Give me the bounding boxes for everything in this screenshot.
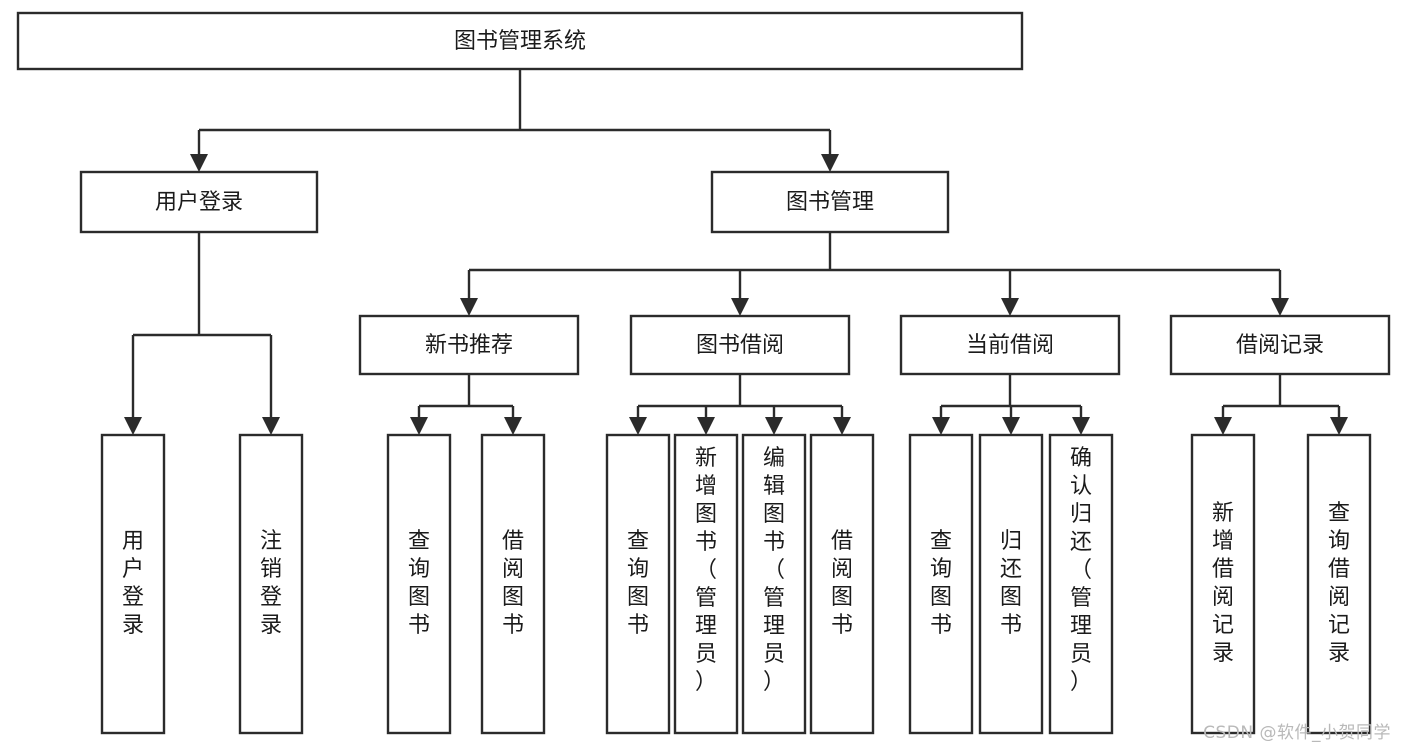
leaf-logout-login-label: 注销登录: [260, 529, 282, 638]
level3-node-new-book-recommend-label: 新书推荐: [425, 333, 513, 358]
leaf-borrow-book-1[interactable]: 借阅图书: [480, 433, 546, 735]
arrow-head-icon: [504, 417, 522, 435]
level3-node-current-borrow-rect[interactable]: [899, 314, 1121, 376]
leaf-borrow-book-1-rect[interactable]: [480, 433, 546, 735]
leaf-query-book-2-rect[interactable]: [605, 433, 671, 735]
level3-node-borrow-record-label: 借阅记录: [1236, 333, 1324, 358]
leaf-logout-login-rect[interactable]: [238, 433, 304, 735]
arrow-head-icon: [821, 154, 839, 172]
leaf-confirm-return-admin-rect[interactable]: [1048, 433, 1114, 735]
arrow-head-icon: [124, 417, 142, 435]
level3-node-book-borrow-label: 图书借阅: [696, 333, 784, 358]
flow-nodes: 图书管理系统用户登录图书管理新书推荐图书借阅当前借阅借阅记录用户登录注销登录查询…: [16, 11, 1391, 735]
arrow-head-icon: [1330, 417, 1348, 435]
arrow-head-icon: [1214, 417, 1232, 435]
leaf-user-login[interactable]: 用户登录: [100, 433, 166, 735]
leaf-add-borrow-record-rect[interactable]: [1190, 433, 1256, 735]
leaf-add-book-admin-rect[interactable]: [673, 433, 739, 735]
arrow-head-icon: [190, 154, 208, 172]
leaf-add-book-admin-label: 新增图书（管理员）: [695, 446, 717, 695]
leaf-query-book-1-label: 查询图书: [408, 529, 430, 638]
leaf-query-borrow-record[interactable]: 查询借阅记录: [1306, 433, 1372, 735]
root-node-book-management-system[interactable]: 图书管理系统: [16, 11, 1024, 71]
arrow-head-icon: [765, 417, 783, 435]
leaf-query-borrow-record-rect[interactable]: [1306, 433, 1372, 735]
leaf-user-login-label: 用户登录: [122, 529, 144, 638]
level3-node-borrow-record[interactable]: 借阅记录: [1169, 314, 1391, 376]
leaf-borrow-book-1-label: 借阅图书: [502, 529, 524, 638]
leaf-edit-book-admin-label: 编辑图书（管理员）: [763, 446, 785, 695]
arrow-head-icon: [932, 417, 950, 435]
leaf-add-borrow-record-label: 新增借阅记录: [1212, 501, 1234, 666]
csdn-watermark: CSDN @软件_小贺同学: [1203, 723, 1391, 743]
arrow-head-icon: [833, 417, 851, 435]
leaf-logout-login[interactable]: 注销登录: [238, 433, 304, 735]
leaf-edit-book-admin[interactable]: 编辑图书（管理员）: [741, 433, 807, 735]
connector-edges: [124, 69, 1348, 435]
leaf-add-book-admin[interactable]: 新增图书（管理员）: [673, 433, 739, 735]
arrow-head-icon: [1072, 417, 1090, 435]
arrow-head-icon: [460, 298, 478, 316]
arrow-head-icon: [629, 417, 647, 435]
leaf-query-borrow-record-label: 查询借阅记录: [1328, 501, 1350, 666]
arrow-head-icon: [262, 417, 280, 435]
leaf-query-book-3-label: 查询图书: [930, 529, 952, 638]
arrow-head-icon: [410, 417, 428, 435]
leaf-query-book-2[interactable]: 查询图书: [605, 433, 671, 735]
level3-node-new-book-recommend[interactable]: 新书推荐: [358, 314, 580, 376]
leaf-edit-book-admin-rect[interactable]: [741, 433, 807, 735]
root-node-book-management-system-rect[interactable]: [16, 11, 1024, 71]
arrow-head-icon: [731, 298, 749, 316]
leaf-query-book-1[interactable]: 查询图书: [386, 433, 452, 735]
leaf-query-book-3-rect[interactable]: [908, 433, 974, 735]
leaf-query-book-2-label: 查询图书: [627, 529, 649, 638]
level3-node-current-borrow-label: 当前借阅: [966, 333, 1054, 358]
level2-node-user-login[interactable]: 用户登录: [79, 170, 319, 234]
level2-node-book-manage[interactable]: 图书管理: [710, 170, 950, 234]
leaf-return-book-rect[interactable]: [978, 433, 1044, 735]
level2-node-user-login-label: 用户登录: [155, 190, 243, 215]
level2-node-book-manage-label: 图书管理: [786, 190, 874, 215]
arrow-head-icon: [1002, 417, 1020, 435]
leaf-add-borrow-record[interactable]: 新增借阅记录: [1190, 433, 1256, 735]
level3-node-borrow-record-rect[interactable]: [1169, 314, 1391, 376]
leaf-borrow-book-2-rect[interactable]: [809, 433, 875, 735]
leaf-return-book-label: 归还图书: [1000, 529, 1022, 638]
level3-node-new-book-recommend-rect[interactable]: [358, 314, 580, 376]
leaf-borrow-book-2-label: 借阅图书: [831, 529, 853, 638]
leaf-confirm-return-admin-label: 确认归还（管理员）: [1070, 446, 1092, 695]
arrow-head-icon: [697, 417, 715, 435]
leaf-confirm-return-admin[interactable]: 确认归还（管理员）: [1048, 433, 1114, 735]
leaf-query-book-1-rect[interactable]: [386, 433, 452, 735]
leaf-query-book-3[interactable]: 查询图书: [908, 433, 974, 735]
root-node-book-management-system-label: 图书管理系统: [454, 29, 586, 54]
level3-node-current-borrow[interactable]: 当前借阅: [899, 314, 1121, 376]
arrow-head-icon: [1001, 298, 1019, 316]
level2-node-user-login-rect[interactable]: [79, 170, 319, 234]
level3-node-book-borrow[interactable]: 图书借阅: [629, 314, 851, 376]
leaf-user-login-rect[interactable]: [100, 433, 166, 735]
arrow-head-icon: [1271, 298, 1289, 316]
level2-node-book-manage-rect[interactable]: [710, 170, 950, 234]
leaf-return-book[interactable]: 归还图书: [978, 433, 1044, 735]
level3-node-book-borrow-rect[interactable]: [629, 314, 851, 376]
leaf-borrow-book-2[interactable]: 借阅图书: [809, 433, 875, 735]
